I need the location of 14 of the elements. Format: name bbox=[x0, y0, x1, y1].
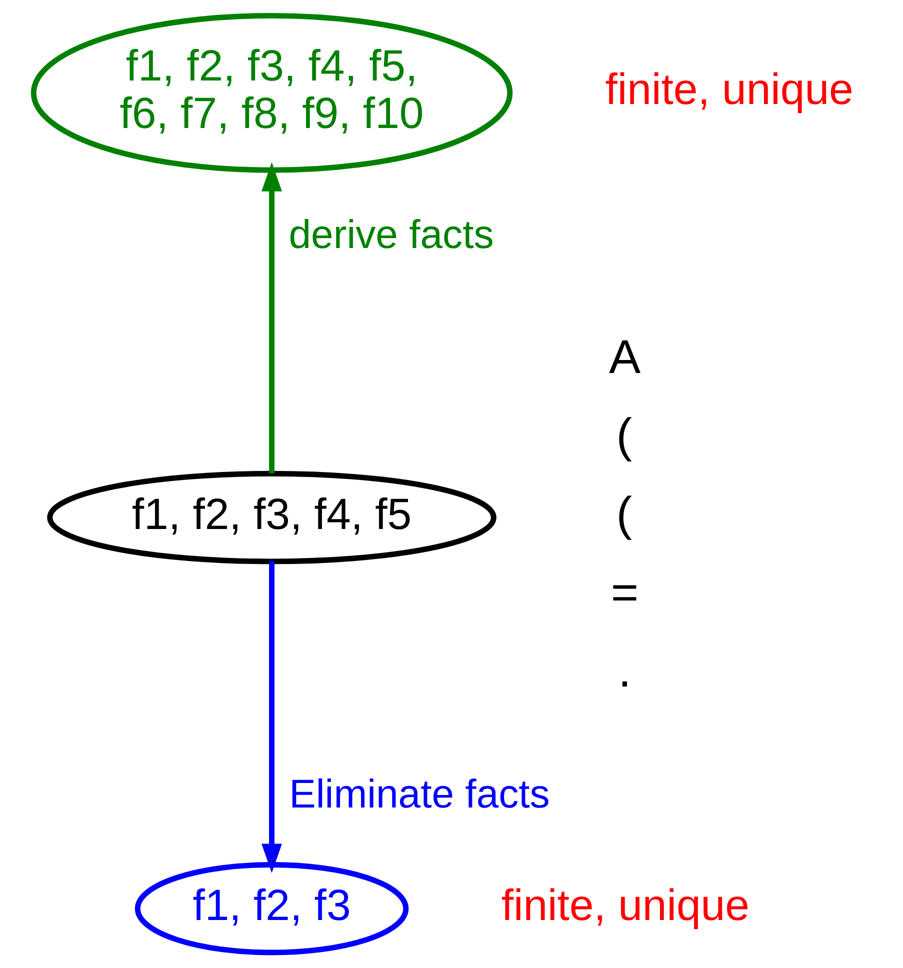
node-label: finite, unique bbox=[605, 65, 854, 114]
label: = bbox=[610, 566, 639, 620]
edge-label: derive facts bbox=[288, 212, 494, 257]
label: ( bbox=[616, 410, 632, 463]
node-ellipse: f1, f2, f3, f4, f5 bbox=[47, 470, 496, 564]
label: A bbox=[609, 331, 641, 384]
node-label: finite, unique bbox=[501, 880, 750, 930]
arrow bbox=[262, 562, 282, 873]
arrow bbox=[262, 162, 282, 474]
label: . bbox=[618, 644, 632, 698]
label: ( bbox=[616, 488, 632, 541]
node-ellipse: f1, f2, f3, f4, f5, f6, f7, f8, f9, f10 bbox=[30, 12, 513, 173]
node-ellipse: f1, f2, f3 bbox=[134, 862, 409, 956]
edge-label: Eliminate facts bbox=[289, 772, 550, 817]
